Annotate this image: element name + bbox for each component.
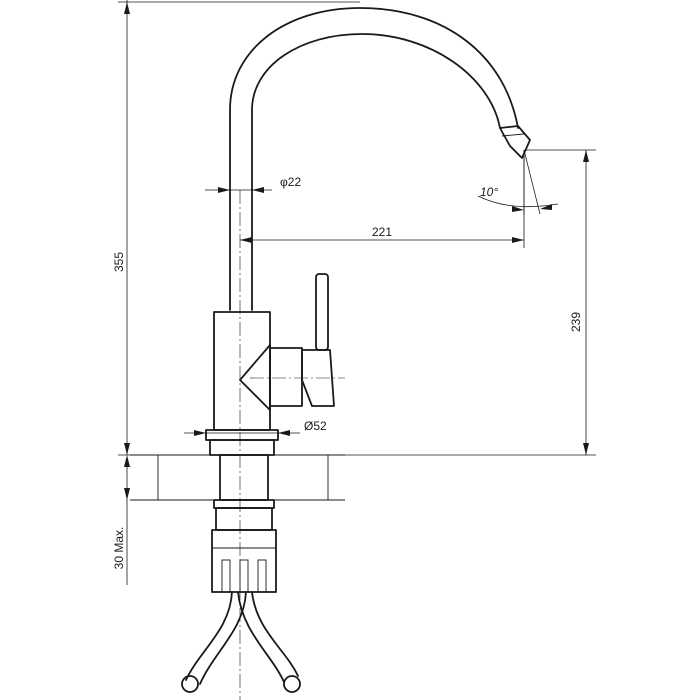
label-tube-diameter: φ22 [280,175,301,189]
dim-tube-diameter: φ22 [205,175,301,193]
label-base-diameter: Ø52 [304,419,327,433]
hose-fitting-left [181,675,199,693]
hose-left [185,591,233,681]
dim-spout-reach: 221 [240,150,525,248]
dim-base-diameter: Ø52 [184,419,327,436]
countertop-section [130,454,345,501]
label-counter-thickness: 30 Max. [112,527,126,570]
dim-counter-thickness: 30 Max. [112,455,130,585]
spout-inner [251,33,501,311]
fixing-nut-upper [215,507,273,531]
mixer-body [213,311,271,431]
faucet-body [181,7,531,693]
spout-outer [229,7,519,311]
base-flange [209,439,275,456]
label-overall-height: 355 [112,252,126,272]
label-spout-height: 239 [569,312,583,332]
lever-housing [269,347,303,407]
shank-washer [213,499,275,509]
spout-tip [499,125,531,159]
hose-fitting-right [283,675,301,693]
lever-boss [239,344,271,411]
label-swivel-angle: 10° [480,185,498,199]
base-ring [205,429,279,441]
dim-overall-height: 355 [112,0,360,456]
dim-swivel-angle: 10° [477,149,559,215]
hose-left-inner [199,591,247,685]
hose-right [237,591,285,683]
shank [219,454,269,501]
dim-spout-height: 239 [345,149,596,456]
hose-right-inner [251,591,299,677]
lever-handle [315,273,329,351]
label-spout-reach: 221 [372,225,392,239]
